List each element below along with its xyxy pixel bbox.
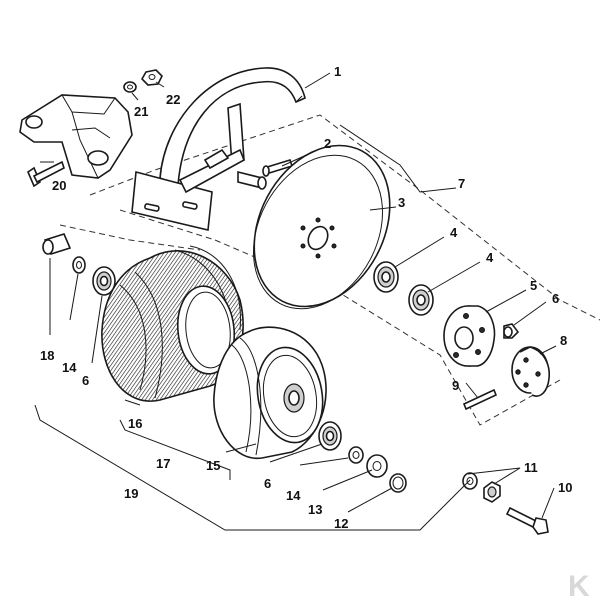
label-10: 10: [558, 480, 572, 495]
bearing-4-lower: [408, 284, 434, 316]
label-1: 1: [334, 64, 341, 79]
label-19: 19: [124, 486, 138, 501]
bearing-4-upper: [373, 261, 399, 293]
washer-14-left: [72, 256, 86, 274]
label-6-left: 6: [82, 373, 89, 388]
label-13: 13: [308, 502, 322, 517]
rim-15: [213, 326, 327, 460]
label-4-upper: 4: [450, 225, 458, 240]
disc-3: [253, 144, 391, 310]
washer-13: [366, 454, 388, 478]
scraper-fender-1: [131, 67, 306, 231]
label-4-lower: 4: [486, 250, 494, 265]
assembly-outline-7: [89, 114, 600, 321]
label-2: 2: [324, 136, 331, 151]
bolt-10: [505, 506, 549, 535]
label-16: 16: [128, 416, 142, 431]
part-number-labels: 1 2 3 4 4 5 6 7 8 9 10 11 12 13 14 15 16…: [40, 64, 572, 531]
pin-9: [462, 388, 498, 411]
assembly-outline-mid: [119, 209, 216, 241]
label-12: 12: [334, 516, 348, 531]
circlip-12: [389, 473, 407, 493]
nut-22: [141, 69, 163, 86]
mounting-bracket: [19, 94, 133, 179]
cap-8: [511, 346, 550, 397]
label-8: 8: [560, 333, 567, 348]
label-9: 9: [452, 378, 459, 393]
assembly-outline-left: [59, 224, 201, 251]
label-20: 20: [52, 178, 66, 193]
label-22: 22: [166, 92, 180, 107]
label-15: 15: [206, 458, 220, 473]
group-brackets: [34, 124, 471, 531]
bolt-20: [27, 160, 65, 188]
label-14-right: 14: [286, 488, 301, 503]
label-21: 21: [134, 104, 148, 119]
leader-lines: [40, 72, 557, 519]
label-6-upper: 6: [552, 291, 559, 306]
label-7: 7: [458, 176, 465, 191]
washer-21: [123, 81, 137, 93]
label-17: 17: [156, 456, 170, 471]
tyre-16: [101, 245, 244, 402]
hub-flange-5: [443, 305, 496, 367]
label-11: 11: [524, 460, 538, 475]
nut-11: [483, 481, 501, 503]
assembly-outline-7b: [214, 239, 561, 426]
label-18: 18: [40, 348, 54, 363]
bearing-6-left: [92, 266, 116, 296]
washer-14-right: [348, 446, 364, 464]
brand-logo-letter: K: [568, 570, 590, 600]
label-14-left: 14: [62, 360, 77, 375]
bearing-6-right: [318, 421, 342, 451]
label-3: 3: [398, 195, 405, 210]
brand-logo: K: [568, 570, 590, 600]
label-6-right: 6: [264, 476, 271, 491]
nut-6-upper: [503, 323, 520, 339]
label-5: 5: [530, 278, 537, 293]
sleeve-18: [42, 233, 72, 255]
washer-11: [462, 472, 478, 490]
